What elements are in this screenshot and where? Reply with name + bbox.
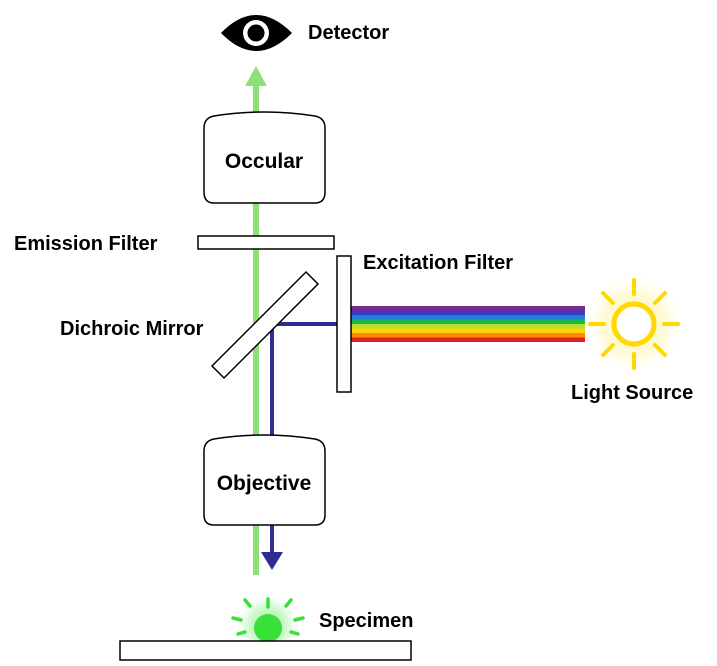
detector-label: Detector bbox=[308, 22, 389, 44]
specimen-label: Specimen bbox=[319, 610, 413, 632]
occular-label: Occular bbox=[225, 150, 303, 173]
occular-box bbox=[203, 111, 326, 204]
emission-beam-arrowhead bbox=[245, 66, 267, 86]
excitation-filter-label: Excitation Filter bbox=[363, 252, 513, 274]
specimen-slide bbox=[119, 640, 412, 661]
eye-icon bbox=[221, 15, 292, 51]
objective-label: Objective bbox=[217, 472, 312, 495]
excitation-filter bbox=[336, 255, 352, 393]
emission-filter bbox=[197, 235, 335, 250]
objective-box bbox=[203, 434, 326, 526]
sun-icon bbox=[582, 272, 686, 376]
light-source-label: Light Source bbox=[571, 382, 693, 404]
excitation-beam-arrowhead bbox=[261, 552, 283, 570]
dichroic-mirror bbox=[210, 270, 320, 380]
dichroic-mirror-label: Dichroic Mirror bbox=[60, 318, 204, 340]
emission-filter-label: Emission Filter bbox=[14, 233, 158, 255]
spectrum-beam bbox=[350, 306, 585, 342]
